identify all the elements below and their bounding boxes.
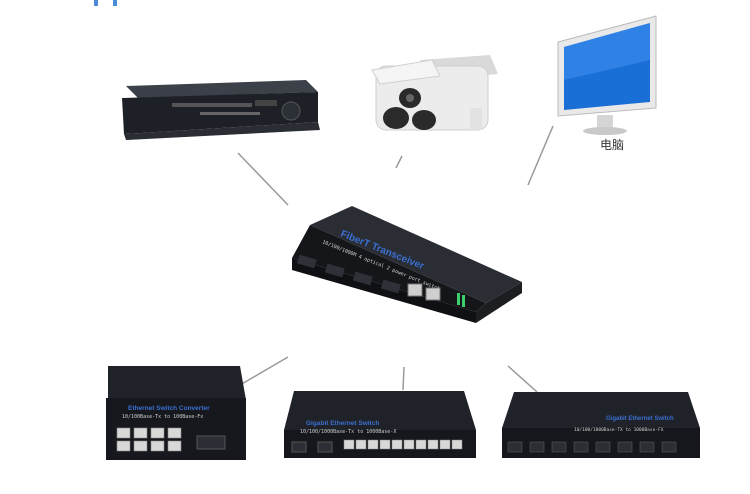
center-fiber-switch: FiberT Transceiver 10/100/1000M 4 optica…: [292, 206, 522, 323]
computer-monitor: [557, 15, 657, 135]
right-switch-title: Gigabit Ethernet Switch: [606, 416, 674, 422]
left-media-converter: Ethernet Switch Converter 10/100Base-Tx …: [106, 366, 246, 460]
right-fiber-switch: Gigabit Ethernet Switch 10/100/1000Base-…: [502, 392, 700, 458]
dvr-recorder: [122, 80, 320, 140]
connection-lines: [237, 125, 554, 393]
link-camera: [395, 155, 403, 169]
computer-label: 电脑: [600, 138, 625, 152]
left-converter-title: Ethernet Switch Converter: [128, 405, 210, 412]
mid-switch-title: Gigabit Ethernet Switch: [306, 420, 379, 427]
corner-mark-2: [113, 0, 117, 6]
link-right-switch: [507, 365, 538, 393]
link-left-switch: [239, 356, 289, 386]
link-dvr: [237, 152, 289, 206]
right-switch-subtitle: 10/100/1000Base-TX to 1000Base-FX: [574, 427, 664, 433]
bullet-camera: [371, 55, 498, 131]
link-computer: [527, 125, 554, 186]
left-converter-subtitle: 10/100Base-Tx to 100Base-Fx: [122, 414, 203, 420]
link-mid-switch: [402, 366, 405, 391]
corner-mark: [94, 0, 98, 6]
mid-switch-subtitle: 10/100/1000Base-Tx to 1000Base-X: [300, 429, 396, 435]
mid-gigabit-switch: Gigabit Ethernet Switch 10/100/1000Base-…: [284, 391, 476, 458]
